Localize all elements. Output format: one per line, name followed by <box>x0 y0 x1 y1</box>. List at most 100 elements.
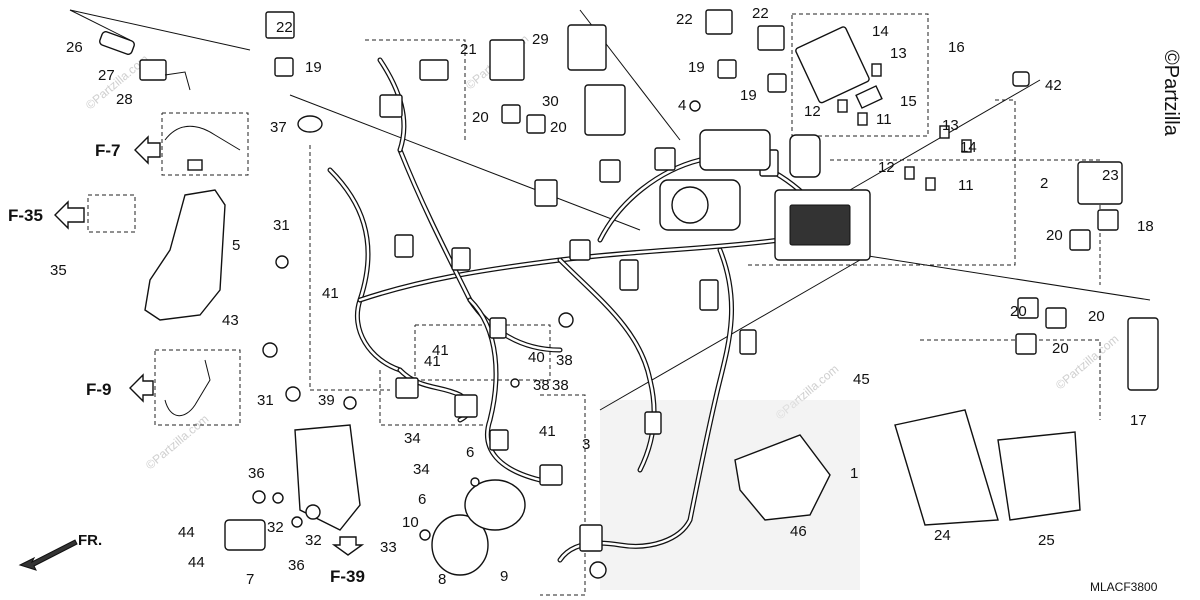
callout-24: 24 <box>934 527 951 544</box>
part-bracket <box>187 159 203 171</box>
callout-20: 20 <box>550 119 567 136</box>
callout-45: 45 <box>853 371 870 388</box>
callout-3: 3 <box>582 436 590 453</box>
callout-41: 41 <box>539 423 556 440</box>
callout-20: 20 <box>472 109 489 126</box>
callout-13: 13 <box>942 117 959 134</box>
ref-f7: F-7 <box>95 141 121 160</box>
callout-22: 22 <box>752 5 769 22</box>
callout-20: 20 <box>1046 227 1063 244</box>
callout-37: 37 <box>270 119 287 136</box>
callout-44: 44 <box>178 524 195 541</box>
callout-38: 38 <box>556 352 573 369</box>
callout-41: 41 <box>432 342 449 359</box>
callout-18: 18 <box>1137 218 1154 235</box>
leader <box>69 9 131 41</box>
callout-36: 36 <box>288 557 305 574</box>
part-f7-wire <box>164 125 241 151</box>
callout-19: 19 <box>740 87 757 104</box>
callout-1: 1 <box>850 465 858 482</box>
callout-28: 28 <box>116 91 133 108</box>
callout-46: 46 <box>790 523 807 540</box>
callout-14: 14 <box>872 23 889 40</box>
ref-f9: F-9 <box>86 380 112 399</box>
callout-32: 32 <box>267 519 284 536</box>
relays-top <box>265 9 1159 391</box>
callout-41: 41 <box>424 353 441 370</box>
callout-20: 20 <box>1010 303 1027 320</box>
copyright-mark: ©Partzilla <box>1160 50 1182 137</box>
callout-43: 43 <box>222 312 239 329</box>
harness-connectors <box>379 59 871 552</box>
callout-20: 20 <box>1052 340 1069 357</box>
callout-34: 34 <box>413 461 430 478</box>
group-box-upper <box>365 39 466 140</box>
callout-39: 39 <box>318 392 335 409</box>
ref-f35: F-35 <box>8 206 43 225</box>
callout-31: 31 <box>273 217 290 234</box>
group-box-lower <box>540 394 586 596</box>
callout-11: 11 <box>958 177 974 194</box>
callout-40: 40 <box>528 349 545 366</box>
callout-27: 27 <box>98 67 115 84</box>
callout-15: 15 <box>900 93 917 110</box>
callout-13: 13 <box>890 45 907 62</box>
callout-6: 6 <box>466 444 474 461</box>
callout-31: 31 <box>257 392 274 409</box>
group-box-left <box>309 145 390 391</box>
callout-42: 42 <box>1045 77 1062 94</box>
callout-22: 22 <box>276 19 293 36</box>
callout-12: 12 <box>878 159 895 176</box>
diagram-code: MLACF3800 <box>1090 580 1158 594</box>
group-box-40 <box>414 324 551 381</box>
callout-25: 25 <box>1038 532 1055 549</box>
group-box-f35 <box>87 194 136 233</box>
callout-30: 30 <box>542 93 559 110</box>
part-cover-5 <box>144 189 226 321</box>
callout-38: 38 <box>552 377 569 394</box>
group-box-f7 <box>161 112 249 176</box>
callout-10: 10 <box>402 514 419 531</box>
callout-34: 34 <box>404 430 421 447</box>
callout-23: 23 <box>1102 167 1119 184</box>
callout-14: 14 <box>960 139 977 156</box>
group-box-f9 <box>154 349 241 426</box>
callout-6: 6 <box>418 491 426 508</box>
front-indicator: FR. <box>78 532 102 549</box>
callout-16: 16 <box>948 39 965 56</box>
watermark: ©Partzilla.com <box>143 412 211 473</box>
ref-f39: F-39 <box>330 567 365 586</box>
part-f9-wire <box>164 359 211 417</box>
callout-9: 9 <box>500 568 508 585</box>
callout-41: 41 <box>322 285 339 302</box>
callout-20: 20 <box>1088 308 1105 325</box>
group-box-right <box>920 339 1101 420</box>
callout-7: 7 <box>246 571 254 588</box>
shading <box>600 400 860 590</box>
callout-12: 12 <box>804 103 821 120</box>
reference-arrows <box>18 135 365 571</box>
callout-29: 29 <box>532 31 549 48</box>
callout-21: 21 <box>460 41 477 58</box>
parts-top-left <box>99 31 191 91</box>
control-units <box>734 409 1081 526</box>
callout-44: 44 <box>188 554 205 571</box>
leader <box>289 94 641 231</box>
group-box-16 <box>791 13 929 137</box>
callout-5: 5 <box>232 237 240 254</box>
callout-32: 32 <box>305 532 322 549</box>
leader <box>69 9 251 51</box>
callout-11: 11 <box>876 111 892 128</box>
callout-36: 36 <box>248 465 265 482</box>
callout-22: 22 <box>676 11 693 28</box>
callout-17: 17 <box>1130 412 1147 429</box>
callout-4: 4 <box>678 97 686 114</box>
callout-19: 19 <box>305 59 322 76</box>
parts-bottom <box>224 115 607 579</box>
callout-38: 38 <box>533 377 550 394</box>
callout-26: 26 <box>66 39 83 56</box>
callout-19: 19 <box>688 59 705 76</box>
callout-8: 8 <box>438 571 446 588</box>
